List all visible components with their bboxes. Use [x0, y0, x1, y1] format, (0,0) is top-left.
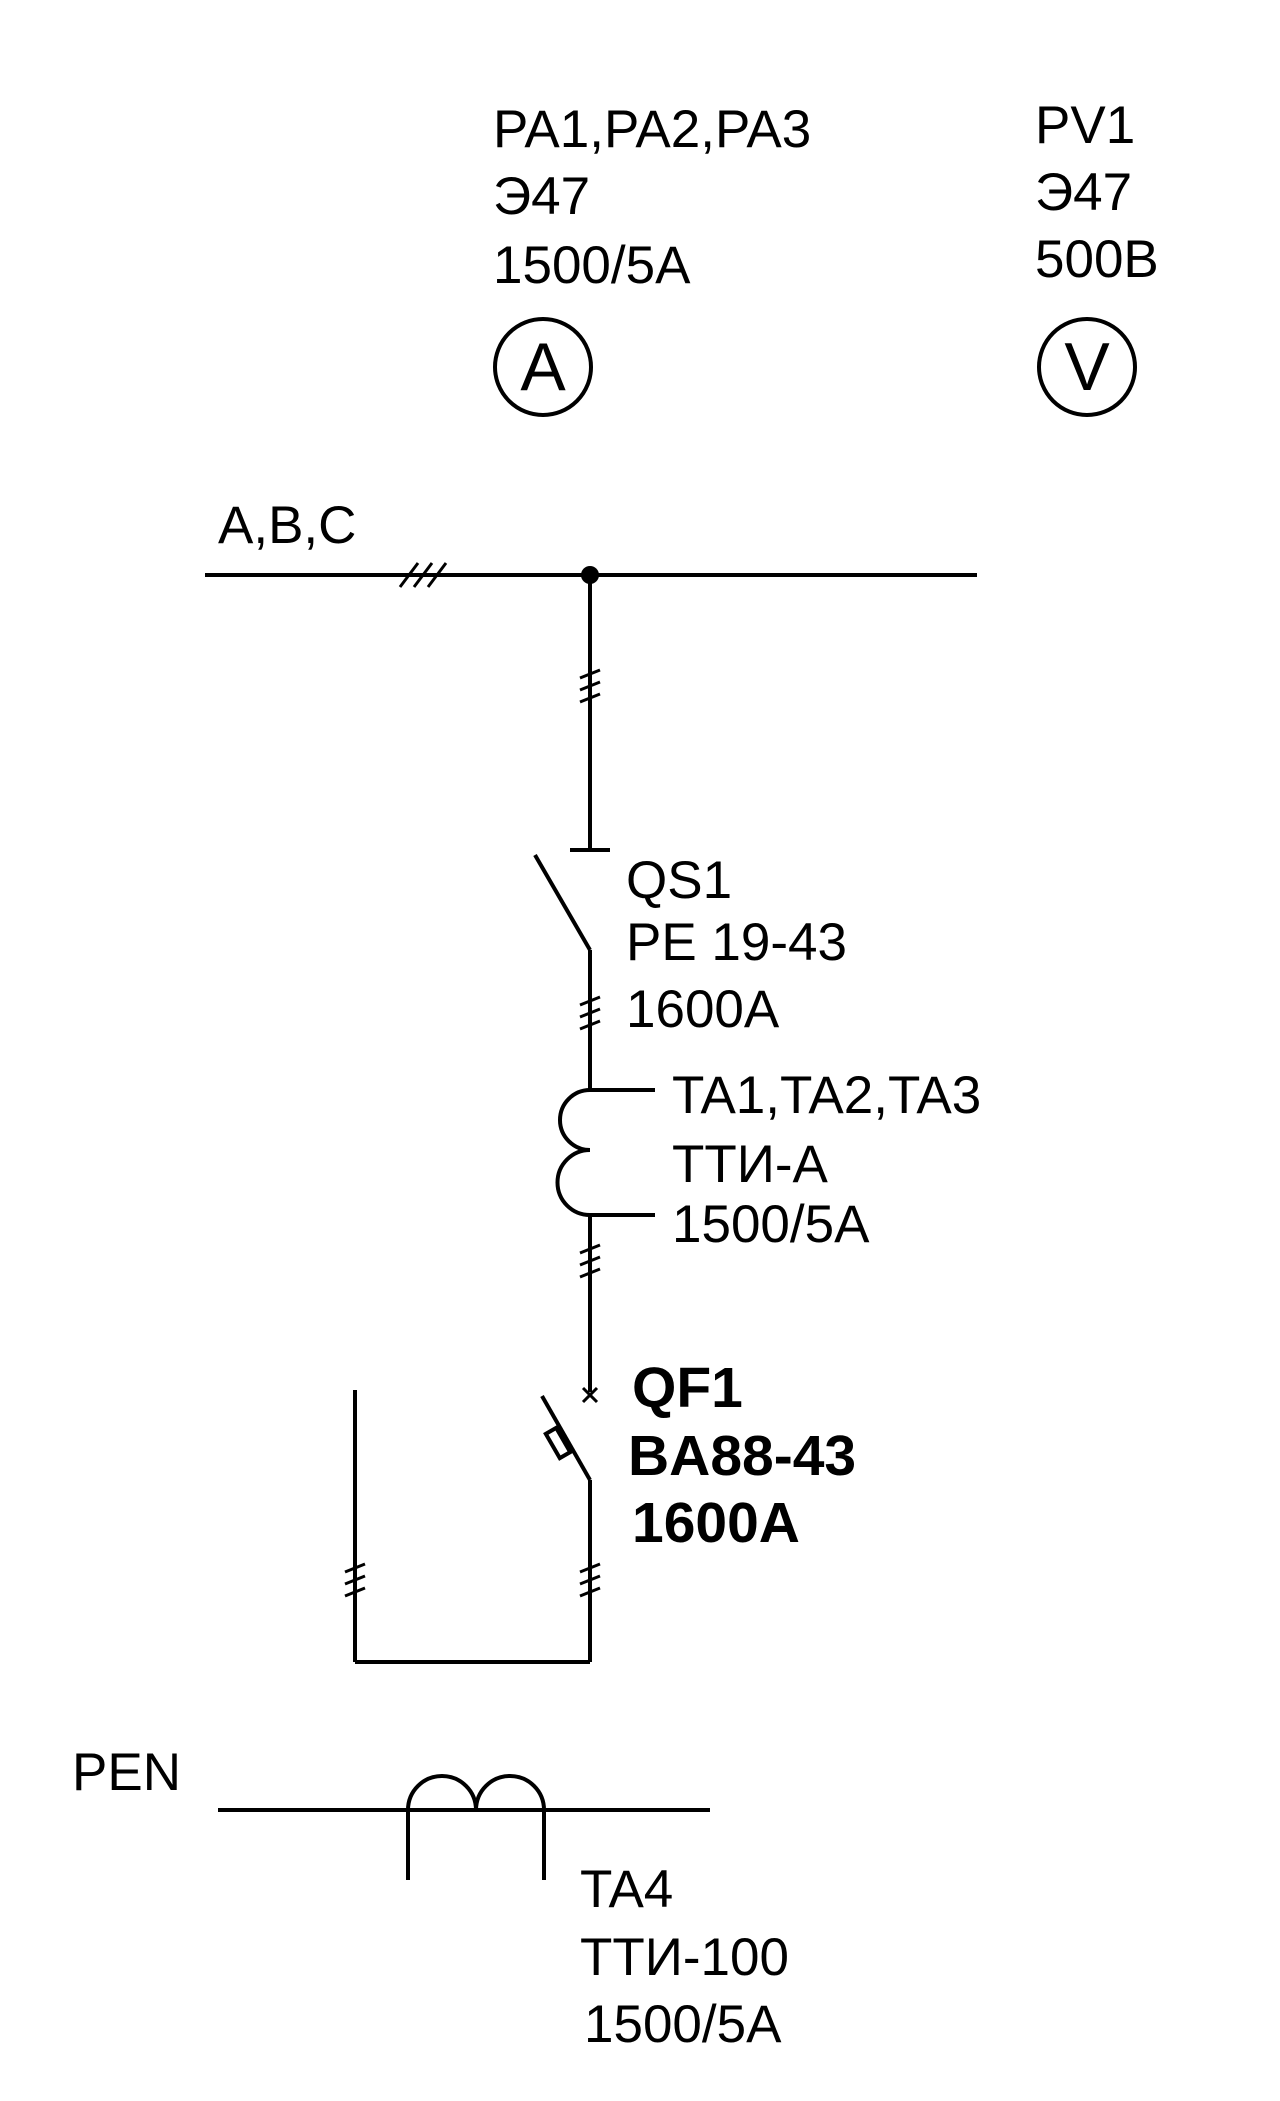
- ct-winding: [555, 1088, 591, 1217]
- bus-phases-label: A,B,C: [218, 496, 356, 555]
- disconnector-type: PE 19-43: [626, 913, 847, 972]
- bus-three-phase-ticks: [398, 562, 448, 588]
- ammeter-ref: PA1,PA2,PA3: [493, 100, 811, 159]
- ct-type: ТТИ-А: [672, 1135, 828, 1194]
- voltmeter-block: PV1 Э47 500B V: [1035, 96, 1159, 417]
- disconnector-blade: [533, 853, 592, 952]
- ammeter-symbol: A: [520, 329, 566, 405]
- current-transformers: TA1,TA2,TA3 ТТИ-А 1500/5A: [555, 1066, 981, 1392]
- disconnector-rating: 1600A: [626, 980, 780, 1039]
- ct-rating: 1500/5A: [672, 1195, 870, 1254]
- ta4-rating: 1500/5A: [584, 1995, 782, 2054]
- voltmeter-ref: PV1: [1035, 96, 1135, 155]
- ammeter-block: PA1,PA2,PA3 Э47 1500/5A A: [493, 100, 811, 417]
- ta4-type: ТТИ-100: [580, 1928, 789, 1987]
- main-bus: A,B,C: [205, 496, 977, 588]
- outgoing-three-phase-ticks: [344, 1562, 366, 1598]
- ct-ref: TA1,TA2,TA3: [672, 1066, 981, 1125]
- voltmeter-circle: [1037, 317, 1137, 417]
- ta4-ref: TA4: [580, 1860, 673, 1919]
- voltmeter-type: Э47: [1035, 163, 1132, 222]
- disconnector-three-phase-ticks: [579, 995, 601, 1031]
- ta4-winding: [406, 1774, 546, 1880]
- breaker-trip-element: [543, 1425, 573, 1461]
- ammeter-rating: 1500/5A: [493, 236, 691, 295]
- breaker-rating: 1600A: [632, 1491, 800, 1555]
- voltmeter-rating: 500B: [1035, 230, 1159, 289]
- breaker-qf1: QF1 BA88-43 1600A: [344, 1356, 856, 1664]
- feeder: [570, 575, 610, 852]
- pen-conductor: PEN TA4 ТТИ-100 1500/5A: [72, 1743, 789, 2054]
- ammeter-circle: [493, 317, 593, 417]
- disconnector-ref: QS1: [626, 851, 732, 910]
- voltmeter-symbol: V: [1064, 329, 1110, 405]
- feeder-three-phase-ticks: [579, 668, 601, 704]
- breaker-blade: [540, 1395, 592, 1481]
- breaker-contact-cross: [581, 1386, 599, 1404]
- ammeter-type: Э47: [493, 167, 590, 226]
- ct-three-phase-ticks: [579, 1243, 601, 1279]
- breaker-ref: QF1: [632, 1356, 743, 1420]
- disconnector-qs1: QS1 PE 19-43 1600A: [533, 851, 847, 1090]
- breaker-type: BA88-43: [628, 1424, 856, 1488]
- pen-label: PEN: [72, 1743, 181, 1802]
- breaker-three-phase-ticks: [579, 1562, 601, 1598]
